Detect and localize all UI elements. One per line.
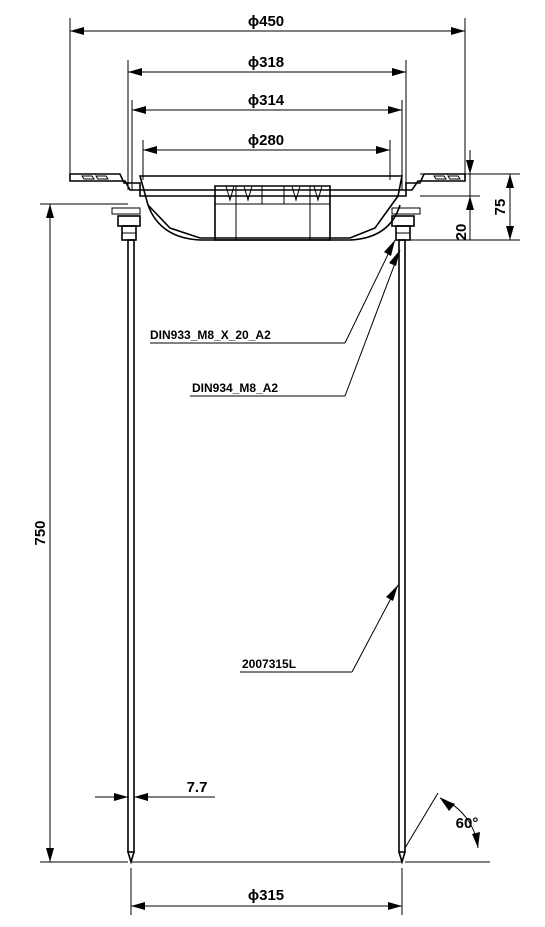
dim-d314: ϕ314 [248,92,285,109]
dim-angle: 60° [456,815,479,832]
callout-nut: DIN934_M8_A2 [192,381,278,395]
callout-labels: DIN933_M8_X_20_A2 DIN934_M8_A2 2007315L [150,328,296,671]
dim-h75: 75 [492,199,509,216]
dim-d280: ϕ280 [248,132,284,149]
dim-h750: 750 [32,520,49,545]
dim-d318: ϕ318 [248,54,284,71]
bolt-left [111,207,141,241]
callout-bolt: DIN933_M8_X_20_A2 [150,328,271,342]
dimension-labels: ϕ450 ϕ318 ϕ314 ϕ280 ϕ315 75 20 750 7.7 6… [32,13,509,904]
dim-d315: ϕ315 [248,887,284,904]
bowl-casting [138,175,403,239]
arrowheads [46,27,514,910]
dimension-lines [40,18,520,915]
dim-wall: 7.7 [187,779,208,796]
callout-pipe: 2007315L [242,657,296,671]
dim-d450: ϕ450 [248,13,284,30]
pipe [127,239,406,865]
dim-h20: 20 [453,224,470,241]
